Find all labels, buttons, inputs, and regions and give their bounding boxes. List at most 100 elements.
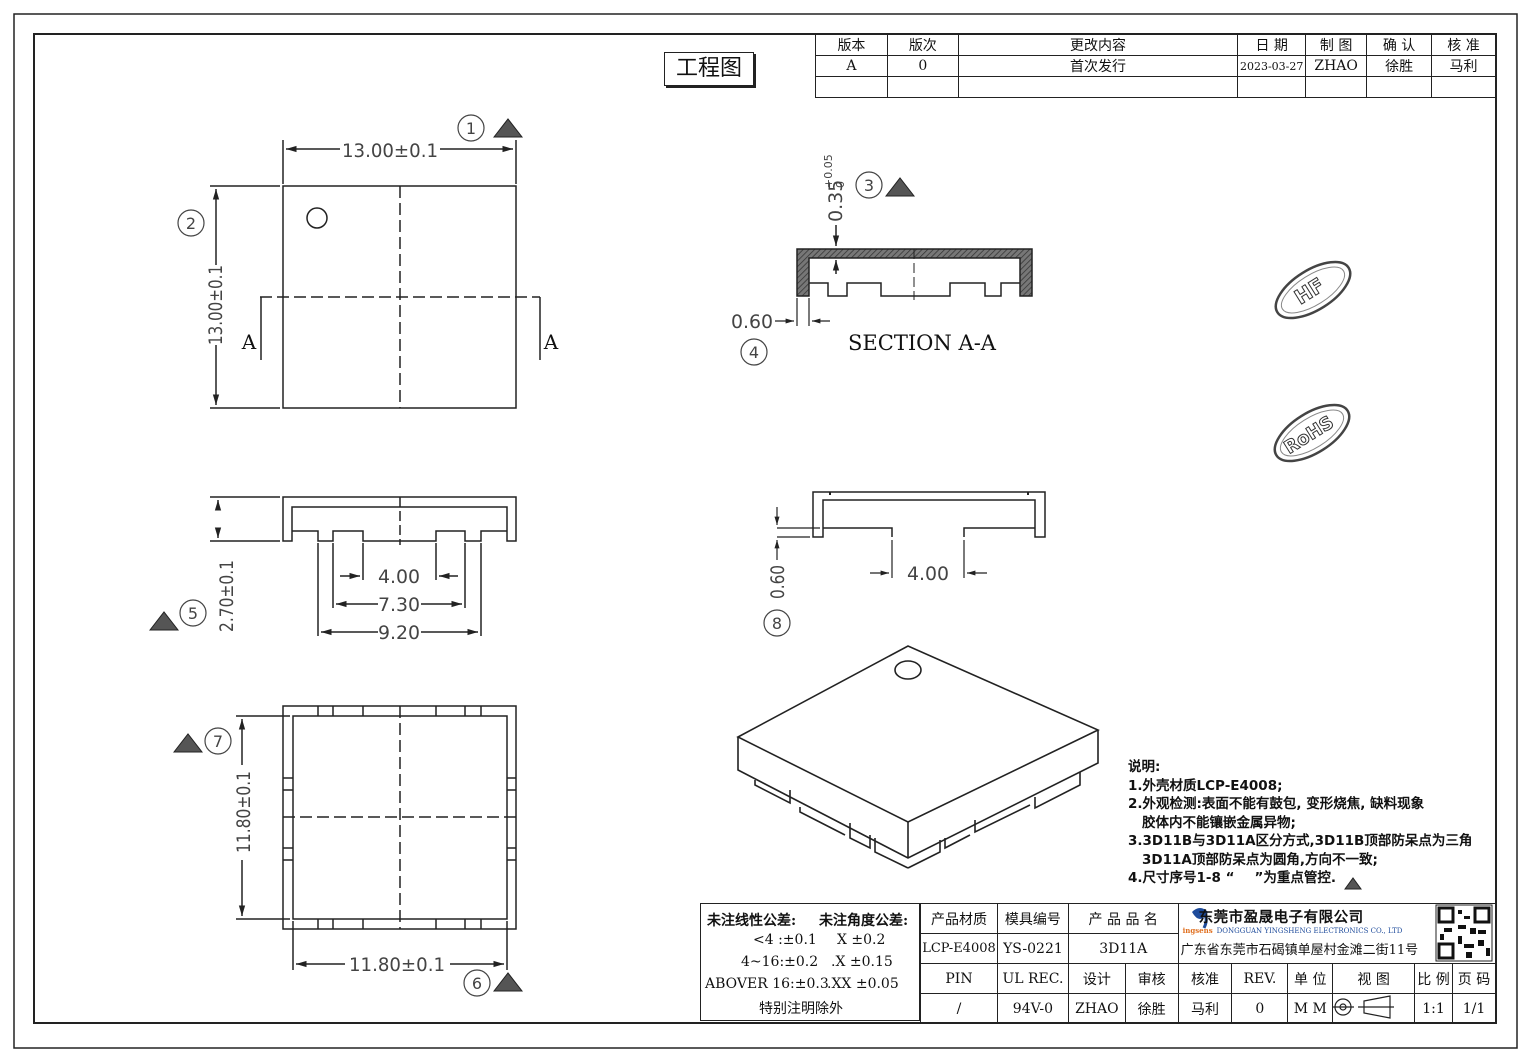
dim-section-wall: 0.60 <box>731 311 773 333</box>
dim-section-thickness: 0.35 +0.05 0 <box>822 154 847 222</box>
tol-footer: 特别注明除外 <box>759 1001 843 1017</box>
notes-heading: 说明: <box>1128 759 1161 775</box>
note-line-4: 3.3D11B与3D11A区分方式,3D11B顶部防呆点为三角 <box>1128 833 1473 849</box>
key-dimension-triangles <box>148 118 1362 992</box>
tb-rev: 0 <box>1231 993 1289 1024</box>
rev-confirm: 徐胜 <box>1366 55 1433 77</box>
callout-4-label: 4 <box>749 343 759 362</box>
rev-edition: 0 <box>886 55 959 77</box>
rev-h-approve: 核 准 <box>1431 34 1496 56</box>
dim-inner-width: 11.80±0.1 <box>349 954 445 976</box>
tb-approve: 马利 <box>1177 993 1233 1024</box>
callout-circles <box>177 114 883 997</box>
section-mark-right: A <box>543 330 559 354</box>
note-line-1: 1.外壳材质LCP-E4008; <box>1128 777 1283 794</box>
tol-title-angle: 未注角度公差: <box>819 913 909 929</box>
tb-design: ZHAO <box>1067 993 1126 1024</box>
callout-3-label: 3 <box>864 176 874 195</box>
dim-side-height: 2.70±0.1 <box>216 560 238 632</box>
tb-view <box>1332 993 1415 1024</box>
tb-h-view: 视 图 <box>1332 963 1415 994</box>
rev-approver: 马利 <box>1431 55 1496 77</box>
company-address: 广东省东莞市石碣镇单屋村金滩二街11号 <box>1180 943 1419 958</box>
callout-7-label: 7 <box>213 732 223 751</box>
callout-3 <box>855 171 883 199</box>
tb-h-review: 审核 <box>1124 963 1179 994</box>
note-line-3: 胶体内不能镶嵌金属异物; <box>1142 814 1296 831</box>
section-mark-left: A <box>241 330 257 354</box>
callout-6 <box>463 969 491 997</box>
tb-ul: 94V-0 <box>996 993 1069 1024</box>
callout-6-label: 6 <box>472 974 482 993</box>
rev-h-drawn: 制 图 <box>1305 34 1368 56</box>
hf-stamp <box>1274 260 1352 320</box>
tolerance-box: 未注线性公差: 未注角度公差: <4 :±0.1 X ±0.2 4~16:±0.… <box>700 903 920 1021</box>
side-view <box>210 496 517 636</box>
revision-empty-row <box>815 76 1496 98</box>
rev-h-version: 版本 <box>815 34 888 56</box>
rev-version: A <box>815 55 888 77</box>
tb-h-ul: UL REC. <box>996 963 1069 994</box>
tb-mold: YS-0221 <box>996 933 1069 964</box>
dim-right-height: 0.60 <box>767 565 789 599</box>
tol-title-linear: 未注线性公差: <box>707 913 797 929</box>
tb-h-rev: REV. <box>1231 963 1289 994</box>
thickness-tol-down: 0 <box>834 181 847 188</box>
tb-scale: 1:1 <box>1414 993 1453 1024</box>
right-side-view <box>774 491 1046 578</box>
inner-frame <box>33 33 1497 1024</box>
callout-2 <box>177 209 205 237</box>
rev-h-date: 日 期 <box>1237 34 1307 56</box>
tb-review: 徐胜 <box>1124 993 1179 1024</box>
outer-frame <box>13 13 1518 1049</box>
dim-slot-9-2: 9.20 <box>378 622 420 644</box>
isometric-view <box>736 645 1100 869</box>
tb-unit: M M <box>1287 993 1334 1024</box>
drawing-title: 工程图 <box>664 52 754 86</box>
dim-slot-4: 4.00 <box>378 566 420 588</box>
rev-h-confirm: 确 认 <box>1366 34 1433 56</box>
tol-row2-angle: .X ±0.15 <box>831 954 893 970</box>
note-line-6: 4.尺寸序号1-8 “”为重点管控. <box>1128 869 1472 888</box>
company-name-cn: 东莞市盈晟电子有限公司 <box>1198 909 1364 926</box>
callout-5-label: 5 <box>188 604 198 623</box>
bottom-view <box>236 705 517 970</box>
revision-header-row: 版本 版次 更改内容 日 期 制 图 确 认 核 准 <box>815 34 1496 56</box>
note-line-6b: ”为重点管控. <box>1254 870 1336 886</box>
tb-h-material: 产品材质 <box>920 903 998 934</box>
tb-h-approve: 核准 <box>1177 963 1233 994</box>
tol-row3-range: ABOVER 16:±0.3 <box>705 976 829 992</box>
callout-2-label: 2 <box>186 214 196 233</box>
callout-5 <box>179 599 207 627</box>
dim-height-left: 13.00±0.1 <box>205 265 227 345</box>
tb-h-scale: 比 例 <box>1414 963 1453 994</box>
rev-h-edition: 版次 <box>886 34 959 56</box>
company-name-en-text: DONGGUAN YINGSHENG ELECTRONICS CO., LTD <box>1216 927 1403 935</box>
tol-row1-angle: X ±0.2 <box>837 932 886 948</box>
dim-inner-height: 11.80±0.1 <box>233 771 255 853</box>
tb-h-pin: PIN <box>920 963 998 994</box>
tb-h-page: 页 码 <box>1451 963 1497 994</box>
thickness-tol-up: +0.05 <box>822 154 835 188</box>
tb-h-name: 产 品 品 名 <box>1067 903 1179 934</box>
company-brand: ingsens <box>1182 926 1213 935</box>
top-view <box>210 140 541 409</box>
tol-row3-angle: .XX ±0.05 <box>827 976 899 992</box>
note-line-2: 2.外观检测:表面不能有鼓包, 变形烧焦, 缺料现象 <box>1128 796 1425 812</box>
callout-8 <box>763 609 791 637</box>
dim-slot-7-3: 7.30 <box>378 594 420 616</box>
revision-row: A 0 首次发行 2023-03-27 ZHAO 徐胜 马利 <box>815 55 1496 77</box>
tb-h-design: 设计 <box>1067 963 1126 994</box>
rev-drawn: ZHAO <box>1305 55 1368 77</box>
callout-4 <box>740 338 768 366</box>
callout-1-label: 1 <box>466 119 476 138</box>
tb-h-mold: 模具编号 <box>996 903 1069 934</box>
tb-name: 3D11A <box>1067 933 1179 964</box>
dim-width-top: 13.00±0.1 <box>342 140 438 162</box>
tb-page: 1/1 <box>1451 993 1497 1024</box>
section-label: SECTION A-A <box>848 331 997 355</box>
callout-8-label: 8 <box>772 614 782 633</box>
tol-row1-range: <4 :±0.1 <box>753 932 817 948</box>
